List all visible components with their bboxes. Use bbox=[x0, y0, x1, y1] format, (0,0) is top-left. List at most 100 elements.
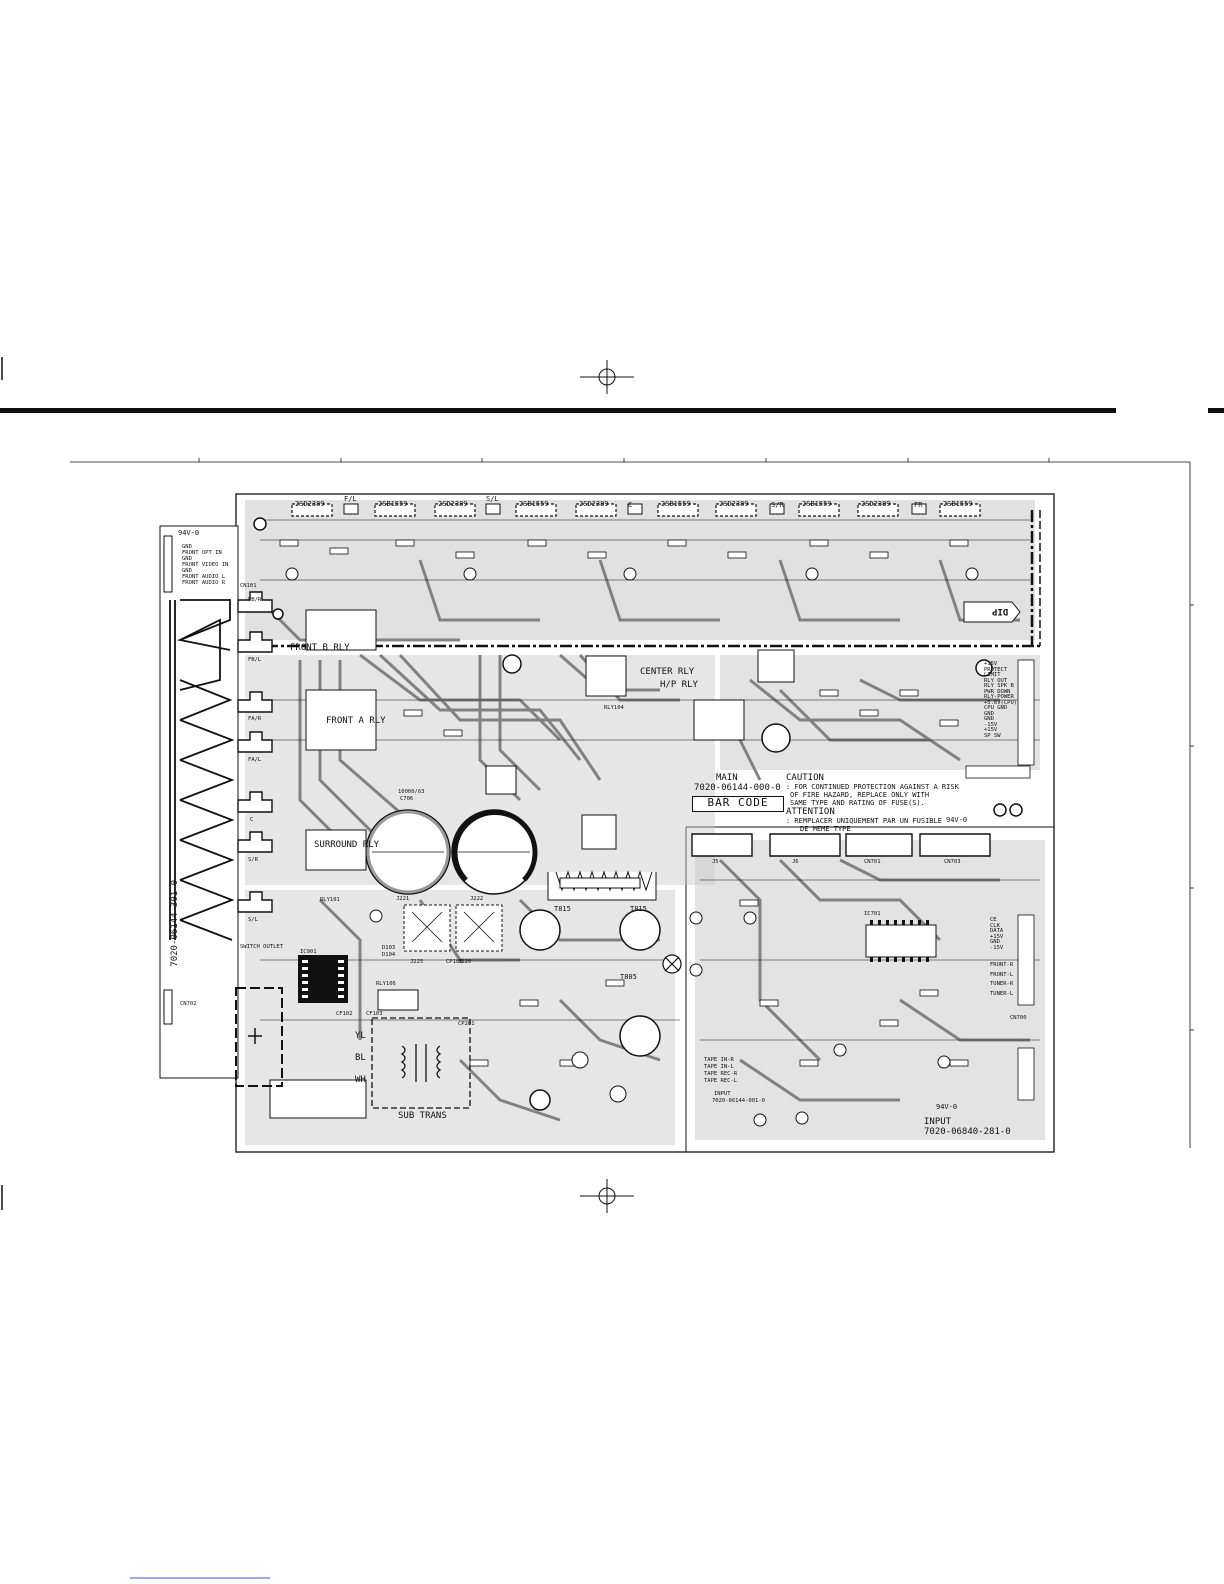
input-inner-title: INPUT bbox=[714, 1091, 731, 1097]
transistor-label: 2SD2389 bbox=[438, 500, 468, 508]
attention-line: : REMPLACER UNIQUEMENT PAR UN FUSIBLE bbox=[786, 817, 942, 825]
caution-line: SAME TYPE AND RATING OF FUSE(S). bbox=[790, 799, 925, 807]
main-filter-capacitors bbox=[365, 809, 538, 895]
transistor-label: 2SD2389 bbox=[295, 500, 325, 508]
front-b-relay-label: FRONT B RLY bbox=[290, 643, 350, 653]
ref-designator: CF102 bbox=[336, 1011, 353, 1017]
speaker-wires bbox=[169, 599, 235, 941]
tape-label: TAPE REC-L bbox=[704, 1078, 738, 1084]
pin-label: +5.6V(CPU) bbox=[984, 699, 1018, 706]
connector-pin-label: FRONT AUDIO R bbox=[182, 580, 226, 586]
capacitor-ref: C706 bbox=[400, 796, 414, 802]
pin-label: SP SW bbox=[984, 732, 1001, 739]
wire-wh: WH bbox=[355, 1075, 366, 1085]
crop-mark-bottom bbox=[580, 1179, 634, 1213]
main-part-number: 7020-06144-000-0 bbox=[694, 783, 781, 793]
pin-label: FRONT-L bbox=[990, 971, 1014, 978]
ref-designator: J5 bbox=[712, 859, 719, 865]
ref-designator: CN701 bbox=[864, 859, 881, 865]
speaker-terminals bbox=[237, 591, 273, 913]
bar-code-box: BAR CODE bbox=[692, 796, 784, 812]
ref-designator: D104 bbox=[382, 952, 396, 958]
ref-designator: J225 bbox=[410, 959, 424, 965]
tape-label: TAPE REC-R bbox=[704, 1071, 738, 1077]
wire-yl: YL bbox=[355, 1031, 366, 1041]
channel-label: S/R bbox=[771, 501, 784, 509]
pin-label: +15V bbox=[984, 661, 998, 667]
heatsink bbox=[547, 870, 657, 901]
switch-outlet-label: SWITCH OUTLET bbox=[240, 944, 284, 950]
dip-arrow bbox=[963, 601, 1021, 623]
header-rule bbox=[0, 408, 1116, 413]
caution-line: : FOR CONTINUED PROTECTION AGAINST A RIS… bbox=[786, 783, 959, 791]
ref-designator: IC901 bbox=[300, 949, 317, 955]
ref-designator: CP100 bbox=[446, 959, 463, 965]
transistor-label: 2SB1559 bbox=[943, 500, 973, 508]
caution-title: CAUTION bbox=[786, 773, 824, 783]
pin-label: CE bbox=[990, 917, 997, 923]
connector-pin-label: GND bbox=[182, 556, 192, 562]
pin-label: CPU GND bbox=[984, 705, 1008, 711]
ref-designator: D103 bbox=[382, 945, 396, 951]
speaker-terminal-label: S/L bbox=[248, 917, 258, 923]
pin-label: RLY OUT bbox=[984, 677, 1008, 684]
pin-label: PROTECT bbox=[984, 666, 1008, 673]
pin-label: RLY-POWER bbox=[984, 694, 1014, 700]
ul-mark: 94V-0 bbox=[946, 816, 968, 824]
ref-designator: J226 bbox=[458, 959, 472, 965]
ul-mark: 94V-0 bbox=[178, 529, 200, 537]
ref-designator: CF103 bbox=[366, 1011, 383, 1017]
pin-label: TUNER-R bbox=[990, 981, 1014, 987]
connector-pin-label: GND bbox=[182, 544, 192, 550]
input-title: INPUT bbox=[924, 1117, 952, 1127]
main-title: MAIN bbox=[716, 773, 738, 783]
speaker-terminal-label: FB/L bbox=[248, 657, 262, 663]
sub-trans-outline bbox=[371, 1017, 471, 1109]
ref-designator: CN702 bbox=[180, 1001, 197, 1007]
pin-label: TUNER-L bbox=[990, 990, 1014, 997]
ref-designator: RLY101 bbox=[320, 897, 340, 903]
transistor-label: 2SB1559 bbox=[802, 500, 832, 508]
protect-connector-labels: +15V PROTECT LIMIT RLY OUT RLY SPK B PWR… bbox=[984, 661, 1018, 739]
hp-relay-label: H/P RLY bbox=[660, 680, 698, 690]
input-inner-part-number: 7020-06144-001-0 bbox=[712, 1098, 765, 1104]
ref-designator: CP201 bbox=[458, 1021, 475, 1027]
ref-designator: CN700 bbox=[1010, 1015, 1027, 1021]
channel-label: F/L bbox=[344, 495, 357, 503]
pin-label: GND bbox=[984, 710, 994, 717]
transistor-label: 2SD2389 bbox=[579, 500, 609, 508]
t805-label: T805 bbox=[620, 973, 637, 981]
ac-inlet-hatch bbox=[269, 1079, 367, 1119]
ref-designator: J222 bbox=[470, 896, 484, 902]
pin-label: -15V bbox=[990, 944, 1004, 951]
front-a-relay-label: FRONT A RLY bbox=[326, 716, 386, 726]
crop-mark-top bbox=[580, 360, 634, 394]
mounting-holes bbox=[253, 517, 1023, 1111]
left-board-outline bbox=[159, 525, 239, 1079]
transistor-label: 2SB1559 bbox=[378, 500, 408, 508]
t815-label: T815 bbox=[630, 905, 647, 913]
pin-label: -15V bbox=[984, 721, 998, 728]
t815-label: T815 bbox=[554, 905, 571, 913]
transistor-label: 2SB1559 bbox=[519, 500, 549, 508]
pin-label: +15V bbox=[990, 933, 1004, 940]
speaker-terminal-label: FB/R bbox=[248, 597, 262, 603]
ref-designator: J221 bbox=[396, 896, 410, 902]
ref-designator: CN703 bbox=[944, 859, 961, 865]
input-connector-labels: CE CLK DATA +15V GND -15V FRONT-R FRONT-… bbox=[990, 917, 1018, 997]
power-transistor-outlines bbox=[291, 503, 981, 517]
caution-line: OF FIRE HAZARD, REPLACE ONLY WITH bbox=[790, 791, 930, 799]
pin-label: GND bbox=[984, 716, 994, 722]
tape-label: TAPE IN-R bbox=[704, 1057, 734, 1063]
transistor-label: 2SD2389 bbox=[861, 500, 891, 508]
sub-trans-label: SUB TRANS bbox=[398, 1111, 447, 1121]
pin-label: LIMIT bbox=[984, 672, 1001, 678]
connector-pin-label: GND bbox=[182, 568, 192, 574]
dip-label: DIP bbox=[992, 606, 1009, 616]
ic701-label: IC701 bbox=[864, 911, 881, 917]
relays bbox=[305, 609, 795, 1011]
ref-designator: J6 bbox=[792, 859, 799, 865]
speaker-terminal-label: FA/R bbox=[248, 716, 262, 722]
transistor-label: 2SB1559 bbox=[661, 500, 691, 508]
